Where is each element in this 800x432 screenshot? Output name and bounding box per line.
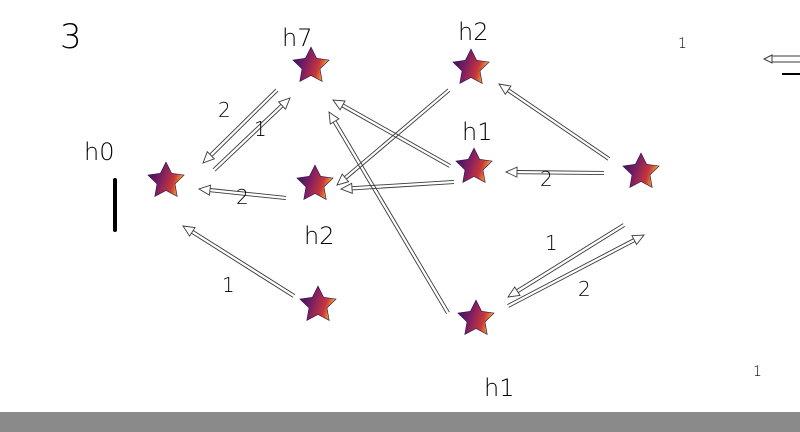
graph-node-n-bottom-center — [299, 285, 337, 321]
graph-edge-n-bottom-right-to-n-far-right: 2 — [507, 234, 645, 308]
arrowhead-icon — [332, 99, 346, 111]
star-node-icon — [147, 161, 185, 197]
graph-edge-n-top-center-to-n-left: 2 — [202, 88, 279, 164]
node-score-value: 1 — [122, 231, 123, 233]
footer-bar — [0, 412, 800, 432]
stray-mark-1: 1 — [678, 36, 687, 52]
node-label: h1 — [484, 374, 514, 402]
graph-node-n-top-right: h2 — [452, 18, 490, 84]
graph-edge-n-bottom-right-to-n-top-center — [328, 111, 450, 315]
graph-edge-n-far-right-to-n-mid-right: 2 — [504, 166, 605, 191]
node-label: h1 — [462, 118, 492, 146]
edge-weight-label: 1 — [545, 231, 558, 255]
edge-weight-label: 1 — [254, 117, 267, 141]
arrowhead-icon — [504, 166, 518, 178]
edge-weight-label: 2 — [540, 167, 553, 191]
graph-edge-n-mid-center-to-n-left: 2 — [197, 184, 287, 209]
node-label: h2 — [304, 222, 334, 250]
arrowhead-icon — [507, 286, 521, 298]
graph-node-n-mid-center: h2 — [296, 164, 334, 250]
star-node-icon — [622, 152, 660, 188]
arrowhead-icon — [631, 234, 645, 246]
edge-weight-label: 1 — [222, 273, 235, 297]
graph-edge-n-bottom-center-to-n-left: 1 — [182, 225, 296, 298]
node-label: h0 — [84, 138, 114, 166]
graph-node-n-top-center: h7 — [282, 24, 330, 82]
page-label: 3 — [60, 17, 82, 57]
star-node-icon — [457, 299, 495, 335]
arrowhead-icon — [277, 97, 291, 111]
graph-node-n-bottom-right: h1 — [457, 299, 514, 402]
node-label: h7 — [282, 24, 312, 52]
graph-edge-n-far-right-to-n-bottom-right: 1 — [507, 223, 626, 298]
edge-weight-label: 2 — [236, 185, 249, 209]
arrowhead-icon — [336, 173, 350, 186]
star-node-icon — [455, 147, 493, 183]
arrowhead-icon — [339, 182, 353, 194]
node-score-bar — [113, 178, 117, 232]
edge-weight-label: 2 — [218, 98, 231, 122]
edge-weight-label: 2 — [578, 277, 591, 301]
star-node-icon — [292, 46, 330, 82]
star-node-icon — [299, 285, 337, 321]
graph-edge-n-far-right-to-n-top-right — [498, 83, 611, 161]
node-label: h2 — [458, 18, 488, 46]
graph-node-n-far-right — [622, 152, 660, 188]
graph-node-n-left: h0 — [84, 138, 185, 197]
star-node-icon — [296, 164, 334, 200]
star-node-icon — [452, 48, 490, 84]
arrowhead-icon — [498, 83, 512, 96]
graph-node-n-mid-right: h1 — [455, 118, 493, 183]
nodes-layer: h0 h7 h2 h2 h1 h1 — [84, 18, 660, 402]
arrowhead-icon — [202, 150, 216, 164]
stray-mark-2: 1 — [753, 364, 762, 380]
arrowhead-icon — [182, 225, 196, 237]
graph-edge-n-top-right-to-n-mid-center — [336, 88, 451, 186]
offscreen-arrow — [762, 54, 800, 75]
graph-edge-n-mid-right-to-n-mid-center — [339, 179, 455, 194]
arrowhead-icon — [328, 111, 340, 125]
graph-edge-n-mid-right-to-n-top-center — [332, 99, 452, 168]
graph-edge-n-left-to-n-top-center: 1 — [212, 97, 291, 172]
arrowhead-icon — [197, 184, 212, 196]
